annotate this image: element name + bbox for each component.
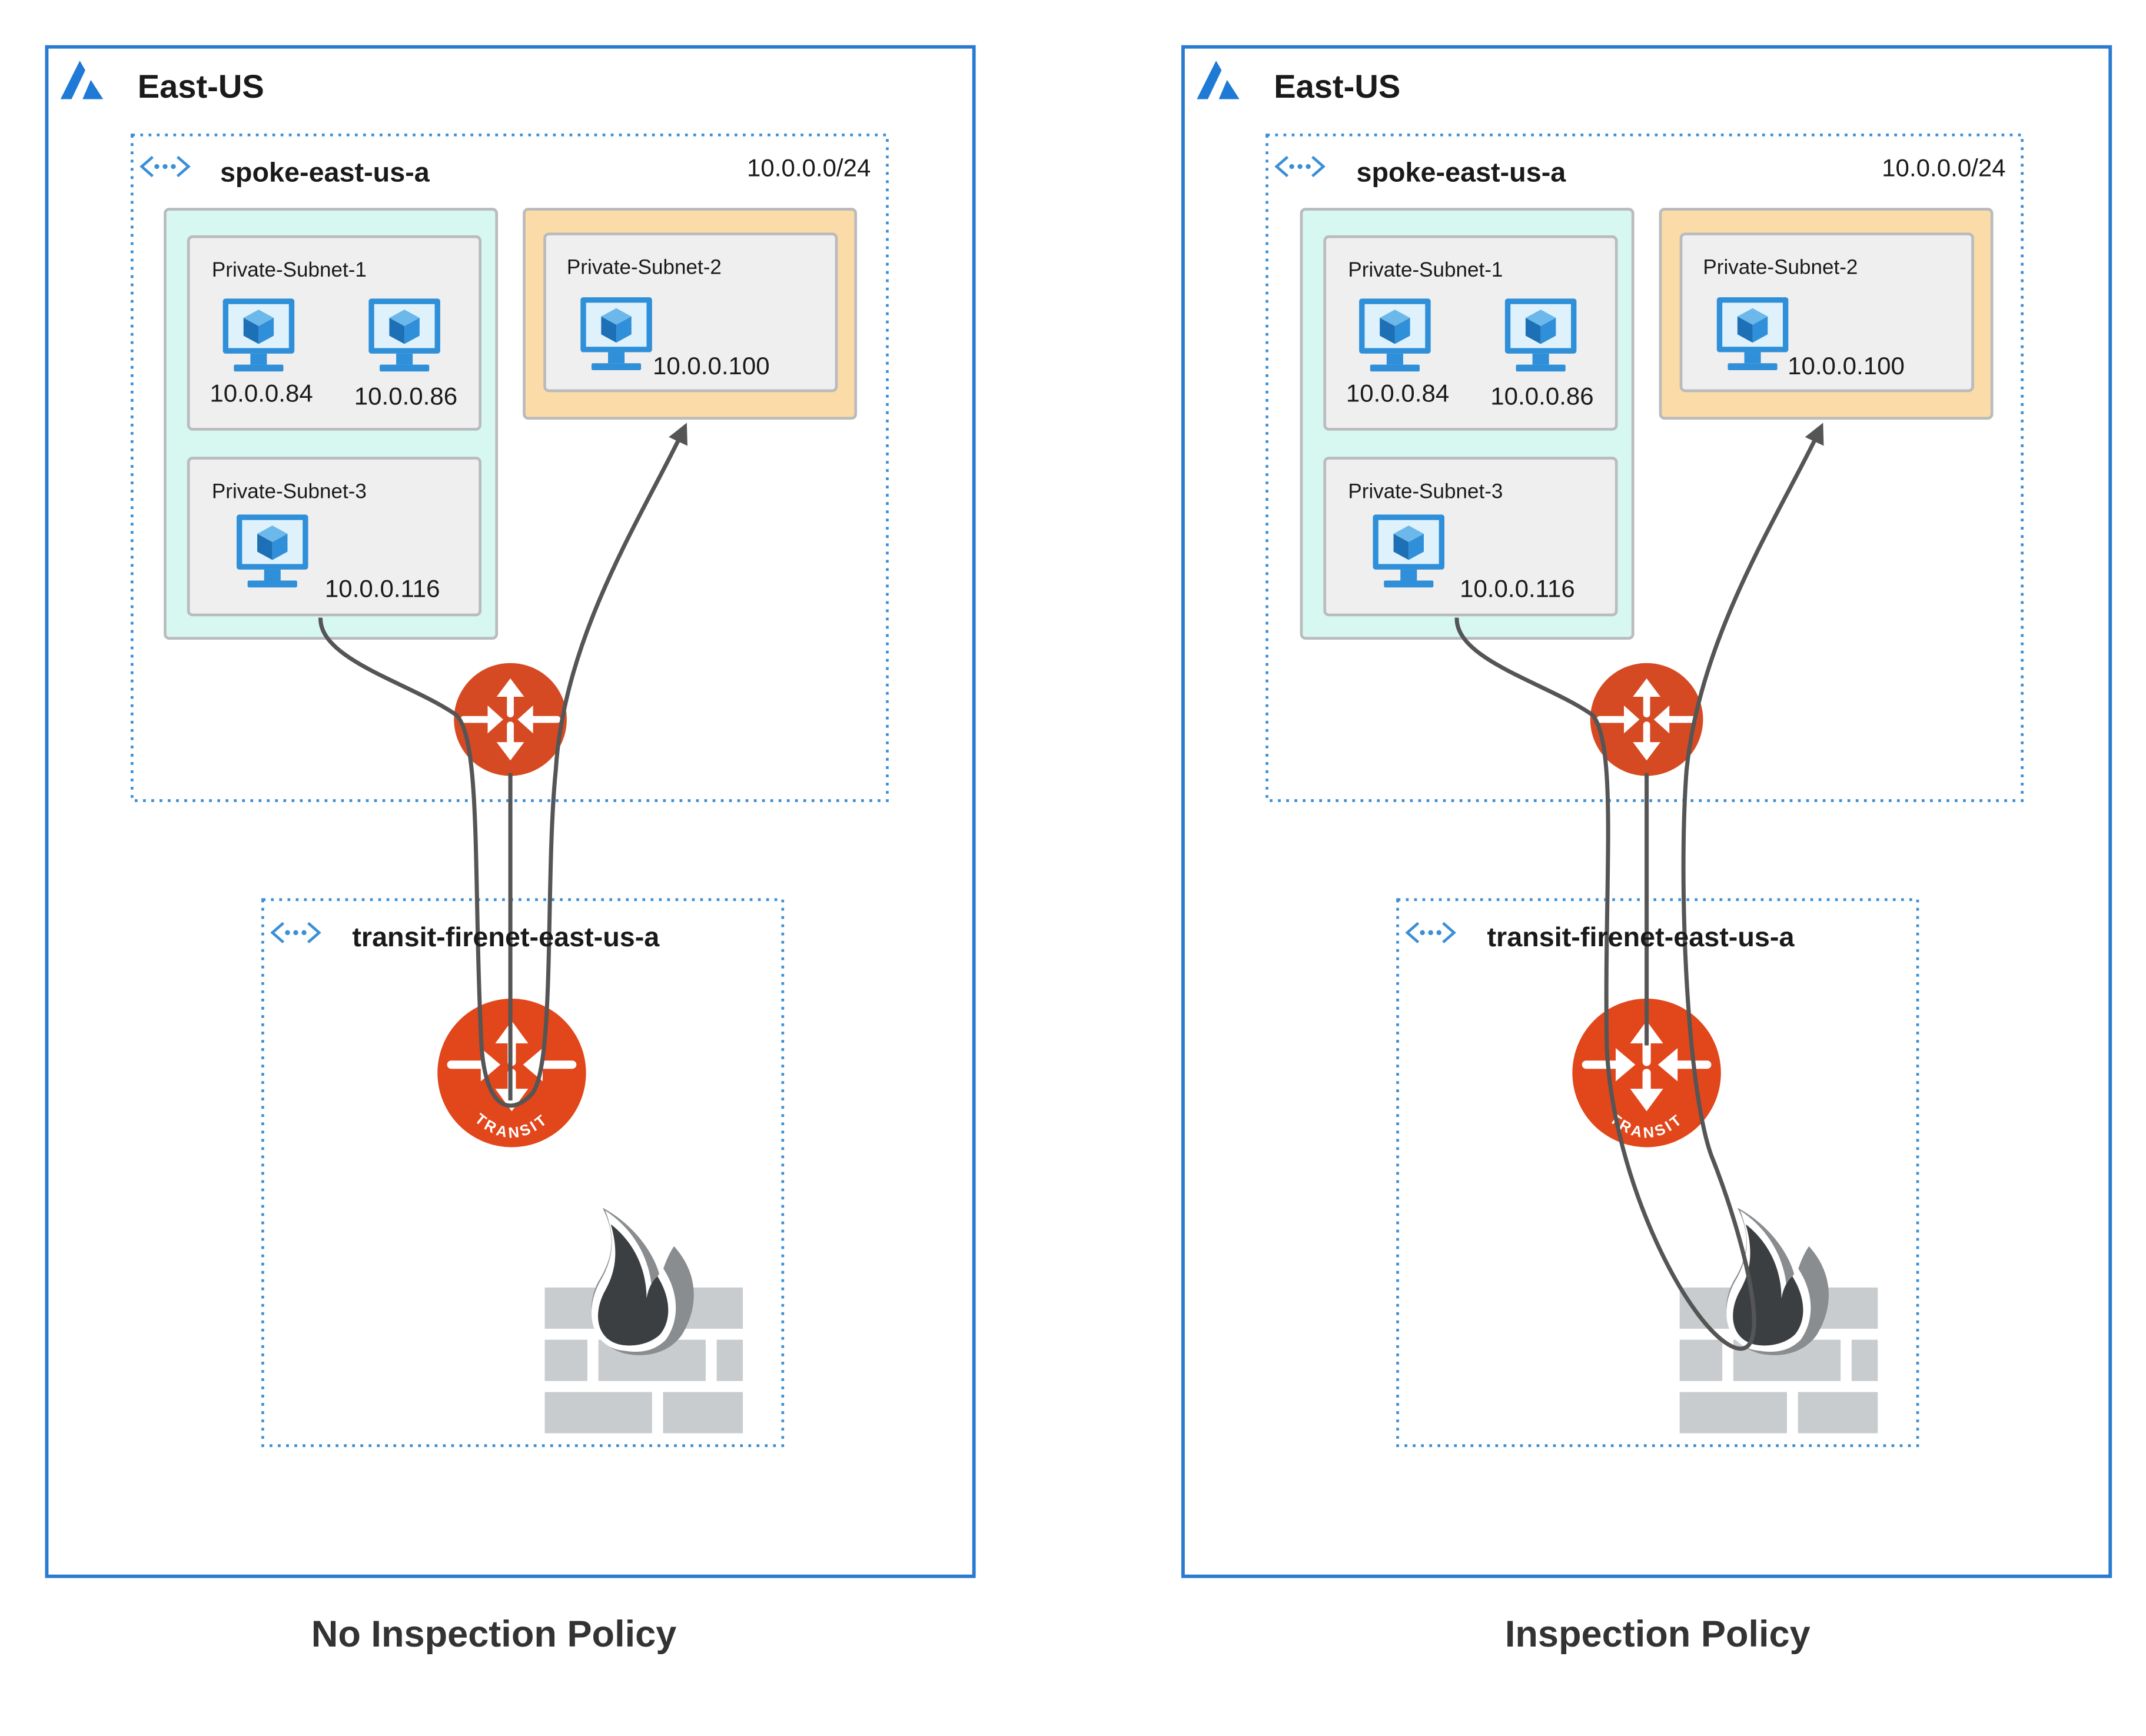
vnet-icon bbox=[139, 155, 191, 178]
transit-gateway-icon: TRANSIT bbox=[437, 999, 586, 1147]
spoke-vnet-name: spoke-east-us-a bbox=[220, 157, 430, 188]
vm-ip: 10.0.0.86 bbox=[1490, 382, 1593, 410]
vm-ip: 10.0.0.86 bbox=[354, 382, 457, 410]
panel-caption: Inspection Policy bbox=[1505, 1614, 1811, 1655]
transit-vnet-box bbox=[261, 898, 785, 1447]
vm-ip: 10.0.0.100 bbox=[1788, 352, 1905, 380]
vm-ip: 10.0.0.84 bbox=[1346, 380, 1449, 407]
subnet-label: Private-Subnet-1 bbox=[1348, 258, 1503, 281]
subnet-label: Private-Subnet-1 bbox=[212, 258, 367, 281]
spoke-vnet-cidr: 10.0.0.0/24 bbox=[747, 154, 871, 181]
subnet-box bbox=[1323, 235, 1618, 431]
transit-vnet-box bbox=[1396, 898, 1919, 1447]
firewall-icon bbox=[544, 1208, 743, 1434]
subnet-label: Private-Subnet-2 bbox=[567, 255, 722, 278]
transit-vnet-name: transit-firenet-east-us-a bbox=[352, 922, 660, 952]
vnet-icon bbox=[1274, 155, 1326, 178]
subnet-label: Private-Subnet-3 bbox=[1348, 480, 1503, 503]
traffic-flow bbox=[318, 423, 687, 1108]
subnet-box bbox=[187, 235, 482, 431]
subnet-box bbox=[187, 457, 482, 617]
panel-no-inspection: East-US spoke-east-us-a 10.0.0.0/24 Priv… bbox=[45, 45, 976, 1655]
spoke-vnet-box bbox=[1265, 133, 2024, 802]
region-label: East-US bbox=[138, 68, 264, 105]
spoke-vnet-cidr: 10.0.0.0/24 bbox=[1882, 154, 2005, 181]
firewall-icon bbox=[1679, 1208, 1878, 1434]
subnet-label: Private-Subnet-3 bbox=[212, 480, 367, 503]
subnet-box bbox=[1323, 457, 1618, 617]
vm-ip: 10.0.0.116 bbox=[325, 575, 440, 603]
spoke-vnet-name: spoke-east-us-a bbox=[1356, 157, 1566, 188]
vm-ip: 10.0.0.84 bbox=[210, 380, 313, 407]
transit-vnet-name: transit-firenet-east-us-a bbox=[1487, 922, 1795, 952]
spoke-vnet-box bbox=[131, 133, 889, 802]
azure-logo-icon bbox=[1197, 61, 1240, 99]
panel-caption: No Inspection Policy bbox=[311, 1614, 677, 1655]
traffic-flow bbox=[1454, 423, 1824, 1351]
azure-logo-icon bbox=[60, 61, 104, 99]
region-box bbox=[1181, 45, 2112, 1578]
panel-inspection: East-US spoke-east-us-a 10.0.0.0/24 Priv… bbox=[1181, 45, 2112, 1655]
subnet-label: Private-Subnet-2 bbox=[1703, 255, 1858, 278]
vm-ip: 10.0.0.116 bbox=[1460, 575, 1575, 603]
vm-ip: 10.0.0.100 bbox=[653, 352, 770, 380]
vnet-icon bbox=[1405, 922, 1456, 943]
vnet-icon bbox=[270, 922, 321, 943]
region-label: East-US bbox=[1274, 68, 1400, 105]
region-box bbox=[45, 45, 976, 1578]
